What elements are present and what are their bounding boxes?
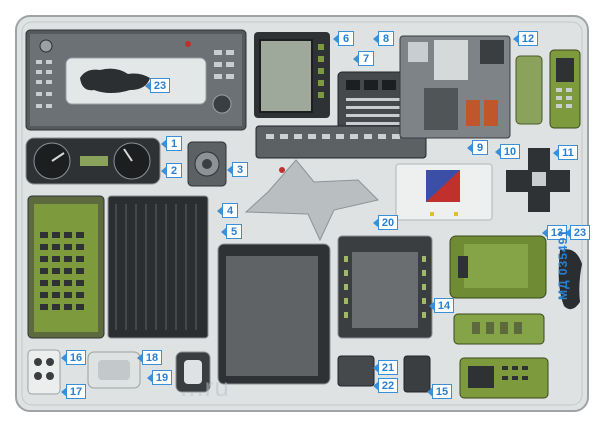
label-14: 14: [429, 298, 454, 313]
label-23: 23: [145, 78, 170, 93]
panel-instruments: [25, 137, 161, 185]
panel-overhead: [25, 29, 247, 131]
part-bar: [255, 125, 427, 173]
label-17: 17: [61, 384, 86, 399]
label-21: 21: [373, 360, 398, 375]
part-grille: [107, 195, 209, 339]
label-10: 10: [495, 144, 520, 159]
part-keypad: [27, 195, 105, 339]
label-15: 15: [427, 384, 452, 399]
label-22: 22: [373, 378, 398, 393]
label-3: 3: [227, 162, 248, 177]
label-9: 9: [467, 140, 488, 155]
part-23-right: [558, 249, 582, 310]
part-cross: [244, 159, 379, 242]
part-18: [87, 351, 141, 389]
label-5: 5: [221, 224, 242, 239]
label-23-b: 23: [565, 225, 590, 240]
part-display-6: [254, 32, 330, 118]
label-19: 19: [147, 370, 172, 385]
label-2: 2: [161, 163, 182, 178]
label-20: 20: [373, 215, 398, 230]
label-4: 4: [217, 203, 238, 218]
label-8: 8: [373, 31, 394, 46]
label-6: 6: [333, 31, 354, 46]
sheet-code: МД 035491: [556, 229, 570, 300]
part-16: [27, 349, 61, 395]
part-19: [175, 351, 211, 393]
part-panel-8: [399, 35, 511, 139]
part-10: [506, 148, 570, 212]
part-green-bar: [453, 313, 545, 345]
part-mfd: [337, 235, 433, 339]
part-21: [337, 355, 375, 387]
label-18: 18: [137, 350, 162, 365]
part-11: [549, 49, 581, 129]
label-12: 12: [513, 31, 538, 46]
watermark: ...ru: [180, 372, 230, 402]
label-7: 7: [353, 51, 374, 66]
part-12: [515, 55, 543, 125]
part-22: [403, 355, 431, 393]
part-knob: [187, 141, 227, 187]
part-9: [395, 163, 493, 221]
label-11: 11: [553, 145, 578, 160]
part-green-box: [449, 235, 547, 299]
part-big-screen: [217, 243, 331, 385]
label-1: 1: [161, 136, 182, 151]
label-16: 16: [61, 350, 86, 365]
part-radio: [459, 357, 549, 399]
